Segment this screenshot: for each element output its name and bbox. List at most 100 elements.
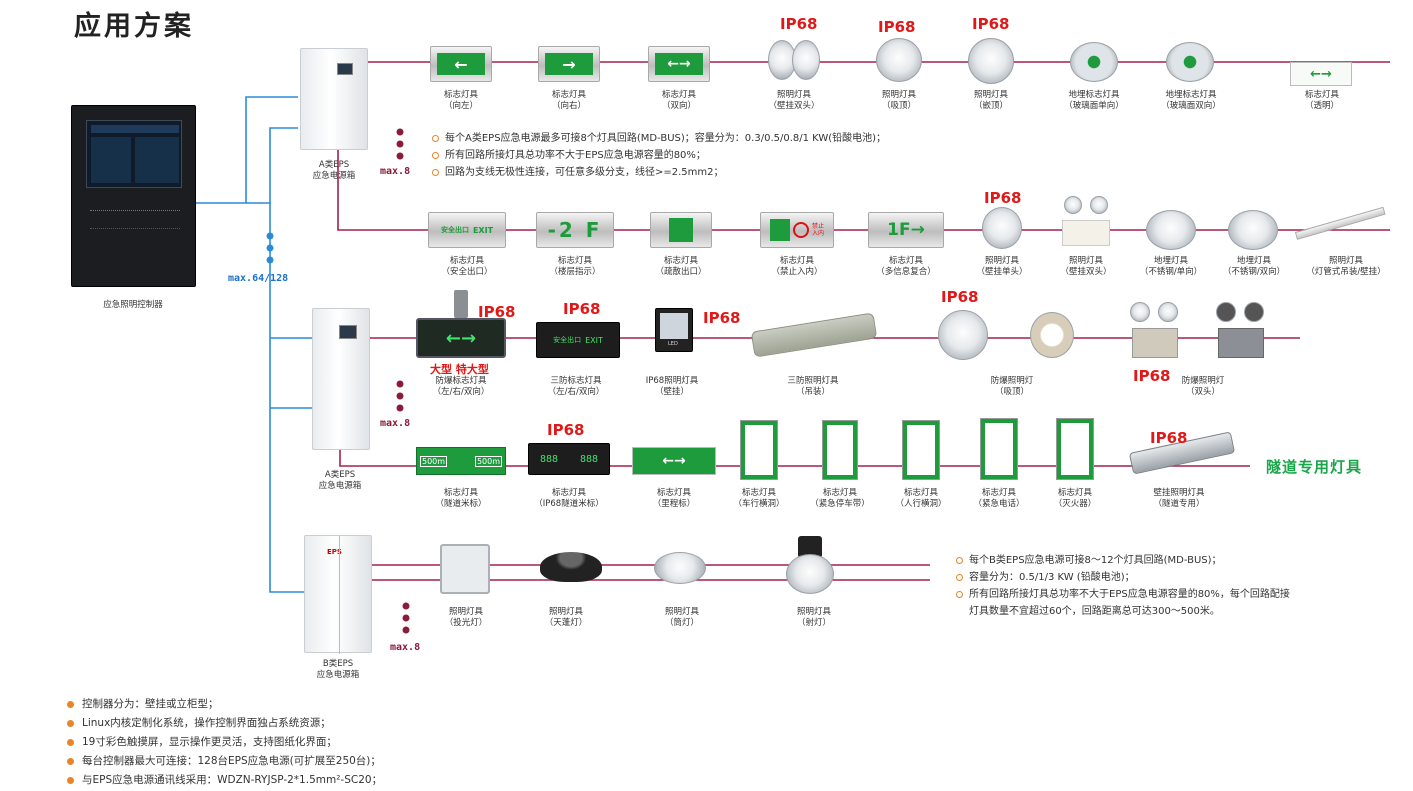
caption-r1-0-l2: （向左） [443, 101, 478, 111]
caption-r5-2-l2: （筒灯） [664, 618, 699, 628]
explosion-proof-double-icon-2 [1216, 302, 1266, 360]
caption-r4-3: 标志灯具（车行横洞） [711, 488, 807, 510]
ip68-badge-r3-5: IP68 [1133, 367, 1171, 385]
steel-inground-single-icon [1146, 210, 1196, 250]
caption-r4-3-l2: （车行横洞） [733, 499, 785, 509]
eps-a1-label: A类EPS 应急电源箱 [289, 160, 379, 182]
bottom-note-4: 与EPS应急电源通讯线采用：WDZN-RYJSP-2*1.5mm²-SC20； [66, 771, 382, 790]
eps-b-label-line1: B类EPS [322, 659, 354, 669]
bus-to-a1 [196, 96, 298, 204]
safety-exit-sign-icon: 安全出口 EXIT [428, 212, 506, 248]
eps-a2-label: A类EPS 应急电源箱 [295, 470, 385, 492]
caption-r1-5: 照明灯具（嵌顶） [943, 90, 1039, 112]
wall-single-lamp-icon [982, 207, 1022, 249]
eps-b-label: B类EPS 应急电源箱 [293, 659, 383, 681]
caption-r3-1-l1: 三防标志灯具 [550, 376, 602, 386]
caption-r1-4-l1: 照明灯具 [881, 90, 916, 100]
caption-r1-8: 标志灯具（透明） [1274, 90, 1370, 112]
caption-r2-2-l1: 标志灯具 [663, 256, 698, 266]
caption-r5-3: 照明灯具（射灯） [766, 607, 862, 629]
caption-r2-4: 标志灯具（多信息复合） [858, 256, 954, 278]
caption-r3-5-l1: 防爆照明灯 [1181, 376, 1225, 386]
controller-cabinet [71, 105, 196, 287]
note-b-0: 每个B类EPS应急电源可接8～12个灯具回路(MD-BUS)； [956, 552, 1290, 569]
ip68-badge-r1-2: IP68 [878, 18, 916, 36]
caption-r4-1-l2: （IP68隧道米标） [534, 499, 604, 509]
caption-r3-4-l1: 防爆照明灯 [990, 376, 1034, 386]
caption-r2-0: 标志灯具（安全出口） [419, 256, 515, 278]
caption-r2-5-l1: 照明灯具 [984, 256, 1019, 266]
caption-r1-1: 标志灯具（向右） [521, 90, 617, 112]
inground-single-icon [1070, 42, 1118, 82]
caption-r4-0-l2: （隧道米标） [435, 499, 487, 509]
caption-r2-5: 照明灯具（壁挂单头） [954, 256, 1050, 278]
mileage-sign-arrow: ←→ [662, 453, 686, 469]
caption-r5-3-l1: 照明灯具 [796, 607, 831, 617]
eps-cabinet-b: EPS [304, 535, 372, 654]
caption-r4-6: 标志灯具（紧急电话） [951, 488, 1047, 510]
caption-r3-3-l2: （吊装） [795, 387, 830, 397]
ip68-badge-r4-2: IP68 [1150, 429, 1188, 447]
explosion-proof-ceiling-icon [938, 310, 988, 360]
caption-r2-1: 标志灯具（楼层指示） [527, 256, 623, 278]
caption-r3-2: IP68照明灯具（壁挂） [624, 376, 720, 398]
caption-r2-6-l2: （壁挂双头） [1060, 267, 1112, 277]
sign-left-arrow: ← [437, 53, 485, 75]
ip68-badge-r4-1: IP68 [547, 421, 585, 439]
caption-r2-3: 标志灯具（禁止入内） [749, 256, 845, 278]
max-label-b: max.8 [390, 642, 421, 653]
caption-r3-4: 防爆照明灯（吸顶） [964, 376, 1060, 398]
eps-a1-label-line1: A类EPS [318, 160, 350, 170]
ip68-badge-r2: IP68 [984, 189, 1022, 207]
caption-r4-5-l2: （人行横洞） [895, 499, 947, 509]
floodlight-led-text: LED [668, 341, 678, 347]
floor-sign-icon: -2 F [536, 212, 614, 248]
wall-double-lamp-icon [1062, 196, 1110, 248]
extinguisher-sign-icon [1056, 418, 1094, 480]
caption-r4-7-l2: （灭火器） [1053, 499, 1097, 509]
caption-r1-6: 地埋标志灯具（玻璃面单向） [1046, 90, 1142, 112]
bottom-note-3: 每台控制器最大可连接：128台EPS应急电源(可扩展至250台)； [66, 752, 382, 771]
tunnel-meter-sign-icon: 500m 500m [416, 447, 506, 475]
ip68-badge-r1-1: IP68 [780, 15, 818, 33]
caption-r1-7-l1: 地埋标志灯具 [1165, 90, 1217, 100]
notes-a-type: 每个A类EPS应急电源最多可接8个灯具回路(MD-BUS)；容量分为：0.3/0… [432, 130, 886, 181]
dots-blue [266, 232, 274, 264]
caption-r2-8-l1: 地埋灯具 [1236, 256, 1271, 266]
eps-cabinet-a1 [300, 48, 368, 150]
max-label-a2: max.8 [380, 418, 411, 429]
max-label-a1: max.8 [380, 166, 411, 177]
caption-r1-8-l1: 标志灯具 [1304, 90, 1339, 100]
ip68-tunnel-meter-icon: 888 888 [528, 443, 610, 475]
row3-size-label: 大型 特大型 [430, 363, 489, 376]
caption-r2-9: 照明灯具（灯管式吊装/壁挂） [1298, 256, 1394, 278]
caption-r3-2-l1: IP68照明灯具 [645, 376, 699, 386]
note-a-1: 所有回路所接灯具总功率不大于EPS应急电源容量的80%； [432, 147, 886, 164]
sign-both-arrow: ←→ [655, 53, 703, 75]
caption-r2-2-l2: （疏散出口） [655, 267, 707, 277]
three-proof-sign-text: 安全出口 [553, 336, 582, 344]
controller-notes: 控制器分为：壁挂或立柜型； Linux内核定制化系统，操作控制界面独占系统资源；… [66, 695, 382, 790]
eps-a1-label-line2: 应急电源箱 [312, 171, 356, 181]
explosion-proof-sign-arrow: ←→ [445, 327, 477, 349]
caption-r1-5-l2: （嵌顶） [973, 101, 1008, 111]
emergency-phone-sign-icon [980, 418, 1018, 480]
caption-r3-1: 三防标志灯具（左/右/双向） [528, 376, 624, 398]
caption-r2-7: 地埋灯具（不锈钢/单向） [1123, 256, 1219, 278]
caption-r4-8-l1: 壁挂照明灯具 [1153, 488, 1205, 498]
caption-r3-5: 防爆照明灯（双头） [1155, 376, 1251, 398]
caption-r3-4-l2: （吸顶） [994, 387, 1029, 397]
caption-r2-0-l1: 标志灯具 [449, 256, 484, 266]
caption-r4-5-l1: 标志灯具 [903, 488, 938, 498]
caption-r3-0-l2: （左/右/双向） [432, 387, 490, 397]
caption-r3-0-l1: 防爆标志灯具 [435, 376, 487, 386]
caption-r1-0-l1: 标志灯具 [443, 90, 478, 100]
ip68-badge-r3-3: IP68 [703, 309, 741, 327]
eps-b-label-line2: 应急电源箱 [316, 670, 360, 680]
loop-row2 [337, 150, 1390, 231]
note-b-3: 灯具数量不宜超过60个，回路距离总可达300～500米。 [969, 606, 1220, 617]
caption-r1-2-l2: （双向） [661, 101, 696, 111]
caption-r3-3-l1: 三防照明灯具 [787, 376, 839, 386]
caption-r2-0-l2: （安全出口） [441, 267, 493, 277]
